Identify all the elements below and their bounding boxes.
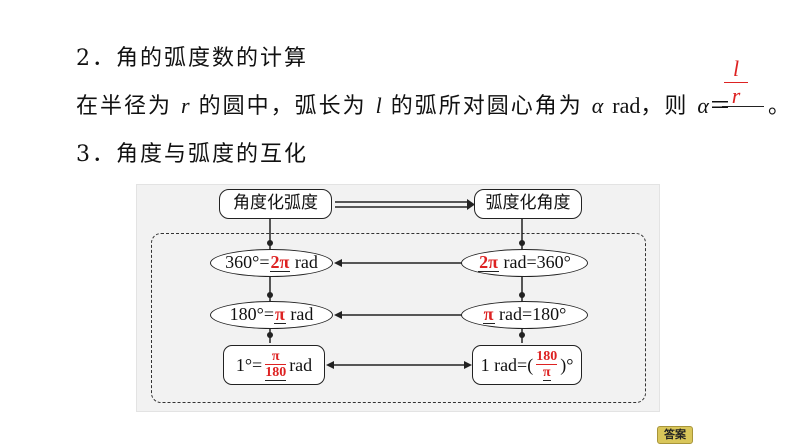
row2-right-answer: π <box>482 304 495 324</box>
unit-rad: rad <box>612 93 641 118</box>
row3-left: 1°= π 180 rad <box>223 345 325 385</box>
row3-right-fraction: 180 π <box>536 349 558 381</box>
row3-right: 1 rad=( 180 π )° <box>472 345 582 385</box>
row1-left-post: rad <box>294 252 318 272</box>
row1-left-pre: 360°= <box>225 252 270 272</box>
row3-left-denominator: 180 <box>265 365 287 381</box>
var-l: l <box>375 93 382 118</box>
row3-right-pre: 1 rad=( <box>480 354 534 375</box>
var-r: r <box>181 93 190 118</box>
row2-left-pre: 180°= <box>229 304 274 324</box>
row3-right-numerator: 180 <box>536 349 558 364</box>
row3-left-post: rad <box>289 354 313 375</box>
text-segment: 的弧所对圆心角为 <box>390 94 583 119</box>
answer-denominator: r <box>731 83 741 108</box>
heading-text: 角度与弧度的互化 <box>116 142 309 167</box>
heading-conversion: 3．角度与弧度的互化 <box>76 136 308 168</box>
row2-left: 180°=π rad <box>210 301 333 329</box>
equals-sign: ＝ <box>708 94 733 119</box>
var-alpha: α <box>591 93 604 118</box>
fraction-bar <box>724 82 748 83</box>
text-segment: 在半径为 <box>76 94 173 119</box>
answer-button[interactable]: 答案 <box>657 426 693 444</box>
row3-left-pre: 1°= <box>235 354 263 375</box>
heading-number: 2． <box>76 46 116 71</box>
row1-right: 2π rad=360° <box>461 249 588 277</box>
fraction-bar <box>536 364 558 365</box>
conversion-diagram: 角度化弧度 弧度化角度 360°=2π rad 2π rad=360° 180°… <box>136 184 660 412</box>
text-segment: 的圆中，弧长为 <box>198 94 367 119</box>
row3-left-fraction: π 180 <box>265 349 287 381</box>
paragraph-formula: 在半径为 r 的圆中，弧长为 l 的弧所对圆心角为 α rad，则 α＝ <box>76 88 733 120</box>
answer-fraction: l r <box>724 58 748 107</box>
row2-left-answer: π <box>274 304 286 324</box>
answer-numerator: l <box>732 56 740 81</box>
answer-blank <box>722 106 764 107</box>
row3-right-denominator: π <box>542 365 551 381</box>
row2-left-post: rad <box>290 304 314 324</box>
row1-right-answer: 2π <box>478 252 500 272</box>
row2-right: π rad=180° <box>461 301 588 329</box>
text-segment: ，则 <box>640 94 689 119</box>
heading-angle-radian-calc: 2．角的弧度数的计算 <box>76 40 308 72</box>
var-alpha-2: α <box>697 93 709 118</box>
row1-right-post: rad=360° <box>503 252 571 272</box>
fraction-bar <box>265 364 287 365</box>
title-radian-to-degree: 弧度化角度 <box>474 189 582 219</box>
heading-text: 角的弧度数的计算 <box>116 46 309 71</box>
heading-number: 3． <box>76 142 116 167</box>
row1-left-answer: 2π <box>269 252 291 272</box>
title-degree-to-radian: 角度化弧度 <box>219 189 332 219</box>
dashed-frame <box>151 233 646 403</box>
period: 。 <box>768 94 793 119</box>
row2-right-post: rad=180° <box>499 304 567 324</box>
row3-right-post: )° <box>560 354 574 375</box>
row3-left-numerator: π <box>271 349 280 364</box>
row1-left: 360°=2π rad <box>210 249 333 277</box>
connector-lines <box>267 199 525 369</box>
